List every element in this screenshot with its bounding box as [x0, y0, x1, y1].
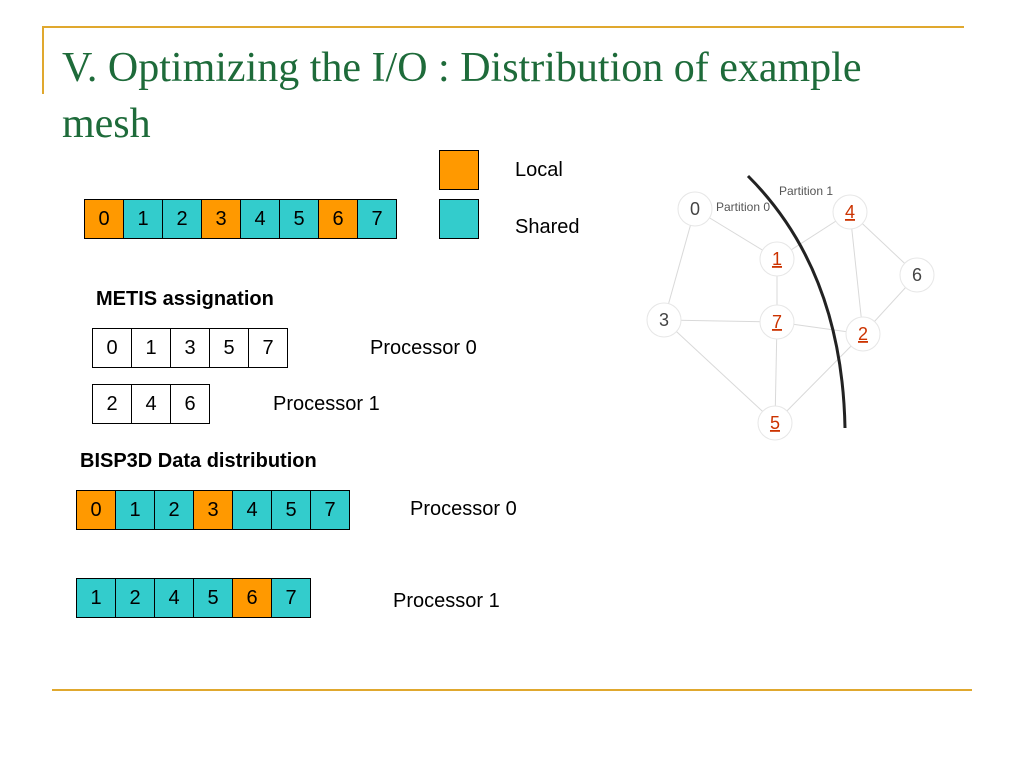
- node-cell: 1: [76, 578, 116, 618]
- node-cell: 0: [92, 328, 132, 368]
- mesh-node: 1: [759, 241, 795, 277]
- mesh-node-label: 5: [770, 413, 780, 433]
- mesh-node-label: 7: [772, 312, 782, 332]
- node-cell: 5: [209, 328, 249, 368]
- node-cell: 5: [279, 199, 319, 239]
- mesh-edge: [774, 333, 864, 424]
- mesh-node-label: 3: [659, 310, 669, 330]
- bottom-accent-line: [52, 689, 972, 691]
- legend-local-swatch: [439, 150, 479, 190]
- node-cell: 4: [131, 384, 171, 424]
- node-cell: 7: [357, 199, 397, 239]
- mesh-node-label: 4: [845, 202, 855, 222]
- node-cell: 2: [92, 384, 132, 424]
- legend-shared-swatch: [439, 199, 479, 239]
- node-cell: 0: [84, 199, 124, 239]
- mesh-node: 6: [899, 257, 935, 293]
- mesh-node: 2: [845, 316, 881, 352]
- node-cell: 5: [193, 578, 233, 618]
- node-cell: 3: [193, 490, 233, 530]
- legend-local-label: Local: [515, 159, 563, 181]
- node-cell: 1: [123, 199, 163, 239]
- partition1-label: Partition 1: [779, 184, 833, 198]
- partition-boundary-curve: [746, 174, 847, 429]
- bisp-processor1-label: Processor 1: [393, 590, 500, 612]
- node-cell: 2: [162, 199, 202, 239]
- node-cell: 7: [248, 328, 288, 368]
- slide-title: V. Optimizing the I/O : Distribution of …: [62, 45, 862, 147]
- bisp-heading: BISP3D Data distribution: [80, 450, 317, 472]
- left-accent-line: [42, 26, 44, 94]
- node-cell: 0: [76, 490, 116, 530]
- bisp-processor0-label: Processor 0: [410, 498, 517, 520]
- mesh-edge: [663, 208, 696, 321]
- node-cell: 4: [232, 490, 272, 530]
- node-cell: 4: [154, 578, 194, 618]
- node-cell: 6: [232, 578, 272, 618]
- node-cell: 7: [310, 490, 350, 530]
- mesh-edge: [849, 211, 864, 335]
- mesh-edge: [663, 319, 778, 323]
- node-cell: 7: [271, 578, 311, 618]
- mesh-node: 0: [677, 191, 713, 227]
- mesh-partition-diagram: Partition 0 Partition 1 0 4 1 6 3 7 2 5: [646, 174, 935, 441]
- node-cell: 2: [115, 578, 155, 618]
- mesh-node-label: 0: [690, 199, 700, 219]
- node-cell: 2: [154, 490, 194, 530]
- legend-shared-label: Shared: [515, 216, 580, 238]
- node-cell: 3: [201, 199, 241, 239]
- node-cell: 5: [271, 490, 311, 530]
- node-cell: 3: [170, 328, 210, 368]
- mesh-node-label: 6: [912, 265, 922, 285]
- metis-processor1-label: Processor 1: [273, 393, 380, 415]
- mesh-node: 5: [757, 405, 793, 441]
- mesh-node: 4: [832, 194, 868, 230]
- mesh-node-label: 1: [772, 249, 782, 269]
- node-cell: 1: [131, 328, 171, 368]
- node-cell: 6: [318, 199, 358, 239]
- mesh-node: 7: [759, 304, 795, 340]
- node-cell: 1: [115, 490, 155, 530]
- partition0-label: Partition 0: [716, 200, 770, 214]
- top-accent-line: [42, 26, 964, 28]
- mesh-node: 3: [646, 302, 682, 338]
- node-cell: 4: [240, 199, 280, 239]
- node-cell: 6: [170, 384, 210, 424]
- metis-processor0-label: Processor 0: [370, 337, 477, 359]
- metis-heading: METIS assignation: [96, 288, 274, 310]
- mesh-edge: [663, 319, 776, 424]
- mesh-node-label: 2: [858, 324, 868, 344]
